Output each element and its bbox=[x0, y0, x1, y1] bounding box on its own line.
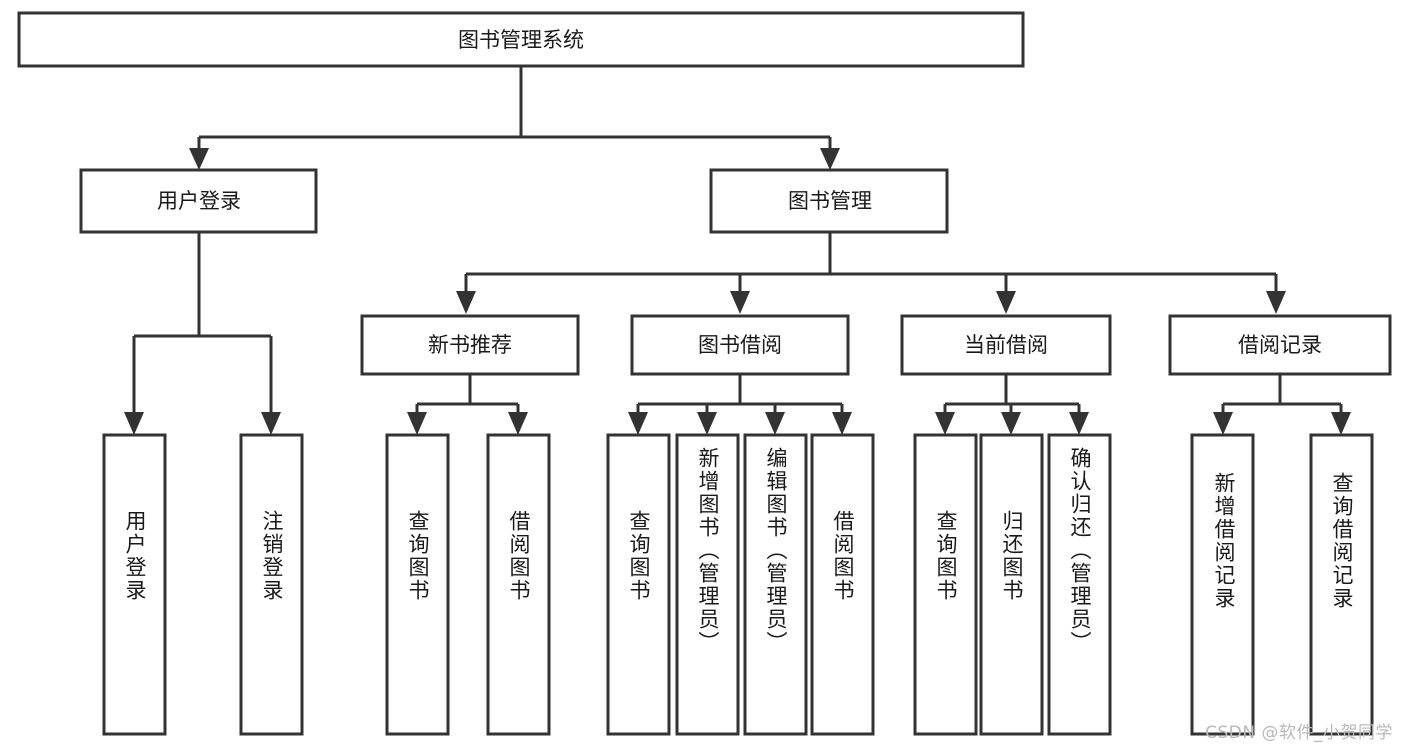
node-book-manage-rect bbox=[709, 168, 949, 234]
node-leaf-logout-login[interactable]: 注销登录 bbox=[239, 433, 304, 736]
node-leaf-borrow-book-2-label: 借阅图书 bbox=[831, 510, 855, 602]
node-leaf-query-book-3-label: 查询图书 bbox=[934, 510, 958, 602]
node-book-borrow-label: 图书借阅 bbox=[698, 333, 782, 357]
node-leaf-logout-login-rect bbox=[239, 433, 304, 736]
node-borrow-record-rect bbox=[1168, 314, 1392, 376]
arrow-root-to-user-login bbox=[189, 148, 209, 170]
arrow-nbr-leaf-1 bbox=[407, 412, 427, 435]
connector-group-book-borrow bbox=[628, 374, 852, 435]
node-root-rect bbox=[17, 11, 1025, 68]
arrow-root-to-book-manage bbox=[820, 148, 840, 170]
arrow-bm-to-current-borrow bbox=[996, 291, 1016, 314]
node-leaf-add-book[interactable]: 新增图书（管理员） bbox=[675, 433, 740, 736]
node-leaf-query-record-rect bbox=[1309, 433, 1374, 736]
node-user-login[interactable]: 用户登录 bbox=[79, 168, 318, 234]
node-borrow-record[interactable]: 借阅记录 bbox=[1168, 314, 1392, 376]
node-leaf-user-login-rect bbox=[102, 433, 167, 736]
node-leaf-add-record[interactable]: 新增借阅记录 bbox=[1190, 433, 1255, 736]
arrow-bm-to-borrow-record bbox=[1266, 291, 1286, 314]
node-leaf-query-book-3-rect bbox=[913, 433, 978, 736]
arrow-bb-leaf-1 bbox=[628, 412, 648, 435]
arrow-bb-leaf-2 bbox=[697, 412, 717, 435]
node-current-borrow[interactable]: 当前借阅 bbox=[900, 314, 1112, 376]
node-leaf-logout-login-label: 注销登录 bbox=[260, 510, 284, 602]
arrow-bb-leaf-3 bbox=[765, 412, 785, 435]
arrow-nbr-leaf-2 bbox=[508, 412, 528, 435]
node-book-manage[interactable]: 图书管理 bbox=[709, 168, 949, 234]
node-leaf-add-record-rect bbox=[1190, 433, 1255, 736]
connector-group-book-manage bbox=[456, 232, 1286, 314]
node-leaf-add-book-rect bbox=[675, 433, 740, 736]
arrow-br-leaf-2 bbox=[1331, 412, 1351, 435]
node-leaf-confirm-return-rect bbox=[1047, 433, 1112, 736]
node-leaf-query-book-1-rect bbox=[385, 433, 450, 736]
arrow-user-login-leaf-2 bbox=[261, 412, 281, 435]
node-new-book-recommend-label: 新书推荐 bbox=[428, 333, 512, 357]
connector-group-user-login bbox=[124, 232, 281, 435]
arrow-bb-leaf-4 bbox=[832, 412, 852, 435]
node-leaf-edit-book-label: 编辑图书（管理员） bbox=[764, 447, 788, 654]
node-leaf-query-book-1-label: 查询图书 bbox=[406, 510, 430, 602]
node-book-manage-label: 图书管理 bbox=[788, 189, 872, 213]
node-leaf-borrow-book-2-rect bbox=[810, 433, 875, 736]
arrow-cb-leaf-2 bbox=[1001, 412, 1021, 435]
node-leaf-return-book-label: 归还图书 bbox=[1000, 510, 1024, 602]
node-leaf-query-record[interactable]: 查询借阅记录 bbox=[1309, 433, 1374, 736]
connector-group-current-borrow bbox=[935, 374, 1089, 435]
node-user-login-label: 用户登录 bbox=[157, 189, 241, 213]
arrow-user-login-leaf-1 bbox=[124, 412, 144, 435]
node-leaf-query-book-2-rect bbox=[606, 433, 671, 736]
node-leaf-add-book-label: 新增图书（管理员） bbox=[696, 447, 720, 654]
node-leaf-query-book-2-label: 查询图书 bbox=[627, 510, 651, 602]
node-new-book-recommend[interactable]: 新书推荐 bbox=[360, 314, 580, 376]
connector-group-root bbox=[189, 66, 840, 170]
node-leaf-edit-book[interactable]: 编辑图书（管理员） bbox=[743, 433, 808, 736]
node-user-login-rect bbox=[79, 168, 318, 234]
node-leaf-confirm-return-label: 确认归还（管理员） bbox=[1068, 447, 1092, 654]
node-leaf-add-record-label: 新增借阅记录 bbox=[1212, 472, 1236, 610]
node-new-book-recommend-rect bbox=[360, 314, 580, 376]
node-root-label: 图书管理系统 bbox=[458, 28, 584, 52]
node-current-borrow-rect bbox=[900, 314, 1112, 376]
node-leaf-borrow-book-2[interactable]: 借阅图书 bbox=[810, 433, 875, 736]
node-leaf-query-book-2[interactable]: 查询图书 bbox=[606, 433, 671, 736]
arrow-bm-to-new-book-recommend bbox=[456, 291, 476, 314]
node-leaf-user-login[interactable]: 用户登录 bbox=[102, 433, 167, 736]
arrow-br-leaf-1 bbox=[1213, 412, 1233, 435]
node-leaf-return-book-rect bbox=[979, 433, 1044, 736]
node-leaf-borrow-book-1[interactable]: 借阅图书 bbox=[486, 433, 551, 736]
arrow-bm-to-book-borrow bbox=[730, 291, 750, 314]
node-leaf-borrow-book-1-label: 借阅图书 bbox=[507, 510, 531, 602]
node-leaf-user-login-label: 用户登录 bbox=[123, 510, 147, 602]
node-leaf-return-book[interactable]: 归还图书 bbox=[979, 433, 1044, 736]
connector-group-new-book-recommend bbox=[407, 374, 528, 435]
node-book-borrow[interactable]: 图书借阅 bbox=[630, 314, 850, 376]
arrow-cb-leaf-1 bbox=[935, 412, 955, 435]
node-root-book-management-system[interactable]: 图书管理系统 bbox=[17, 11, 1025, 68]
node-leaf-edit-book-rect bbox=[743, 433, 808, 736]
connector-group-borrow-record bbox=[1213, 374, 1351, 435]
node-leaf-query-record-label: 查询借阅记录 bbox=[1330, 472, 1354, 610]
node-leaf-query-book-3[interactable]: 查询图书 bbox=[913, 433, 978, 736]
node-book-borrow-rect bbox=[630, 314, 850, 376]
node-leaf-query-book-1[interactable]: 查询图书 bbox=[385, 433, 450, 736]
arrow-cb-leaf-3 bbox=[1069, 412, 1089, 435]
node-current-borrow-label: 当前借阅 bbox=[964, 333, 1048, 357]
node-leaf-borrow-book-1-rect bbox=[486, 433, 551, 736]
node-leaf-confirm-return[interactable]: 确认归还（管理员） bbox=[1047, 433, 1112, 736]
node-borrow-record-label: 借阅记录 bbox=[1238, 333, 1322, 357]
